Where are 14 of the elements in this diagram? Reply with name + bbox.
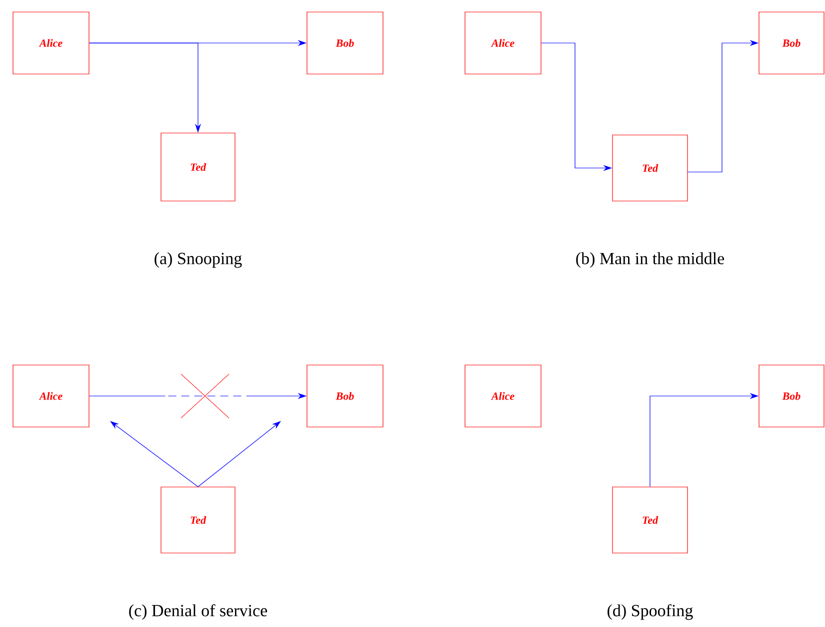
person-box: Bob — [758, 364, 824, 428]
arrow — [198, 421, 281, 487]
person-box: Ted — [612, 134, 688, 202]
person-box: Alice — [464, 12, 542, 74]
person-box: Bob — [758, 12, 824, 74]
person-box: Ted — [160, 486, 236, 554]
person-box: Bob — [306, 12, 384, 74]
person-box: Alice — [12, 364, 90, 428]
person-box: Ted — [160, 132, 236, 202]
person-box: Alice — [12, 12, 90, 74]
person-box: Ted — [612, 486, 688, 554]
person-box: Alice — [464, 364, 542, 428]
arrow — [110, 421, 198, 487]
person-box: Bob — [306, 364, 384, 428]
